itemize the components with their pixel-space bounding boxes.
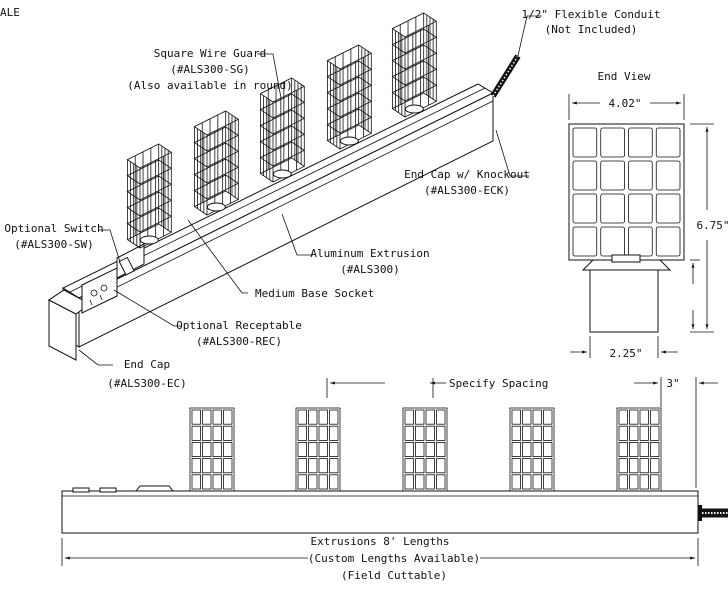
- side-view-cage: [616, 407, 662, 492]
- side-view-cage: [295, 407, 341, 492]
- callout-conduit: 1/2" Flexible Conduit (Not Included): [516, 8, 661, 61]
- callout-conduit-line1: 1/2" Flexible Conduit: [521, 8, 660, 21]
- end-view-extrusion: [589, 269, 659, 333]
- callout-optional-switch-line2: (#ALS300-SW): [14, 238, 93, 251]
- callout-medium-base-socket: Medium Base Socket: [187, 219, 374, 300]
- callout-optional-receptacle-line1: Optional Receptable: [176, 319, 302, 332]
- isometric-cage: [259, 77, 306, 183]
- side-view-cage: [402, 407, 448, 492]
- end-view-base-width: 2.25": [609, 347, 642, 360]
- callout-wire-guard: Square Wire Guard (#ALS300-SG) (Also ava…: [127, 47, 293, 99]
- side-view: Specify Spacing 3" Extrusions 8' Lengths…: [61, 377, 728, 582]
- wire-guard-cages: [126, 12, 438, 249]
- end-view-cage-cell: [655, 160, 681, 191]
- callout-wire-guard-line2: (#ALS300-SG): [170, 63, 249, 76]
- end-view-cage-cell: [628, 127, 653, 158]
- end-view-cage-grid: [572, 127, 681, 257]
- end-view-cage-cell: [628, 160, 653, 191]
- end-view-cage-cell: [600, 226, 625, 257]
- end-view-cage: [568, 123, 685, 261]
- length-line1: Extrusions 8' Lengths: [310, 535, 449, 548]
- callout-conduit-line2: (Not Included): [545, 23, 638, 36]
- side-view-cage: [509, 407, 555, 492]
- callout-end-cap-line1: End Cap: [124, 358, 170, 371]
- callout-optional-switch-line1: Optional Switch: [4, 222, 103, 235]
- isometric-cage: [326, 44, 373, 150]
- end-view-cage-cell: [572, 160, 598, 191]
- length-line2: (Custom Lengths Available): [308, 552, 480, 565]
- end-view-cage-cell: [600, 160, 625, 191]
- end-view-cage-cell: [600, 127, 625, 158]
- callout-end-cap-knockout-line2: (#ALS300-ECK): [424, 184, 510, 197]
- callout-aluminum-extrusion-line2: (#ALS300): [340, 263, 400, 276]
- callout-medium-base-socket-line1: Medium Base Socket: [255, 287, 374, 300]
- end-cap: [48, 289, 91, 361]
- callout-end-cap: End Cap (#ALS300-EC): [78, 349, 187, 390]
- isometric-cage: [126, 143, 173, 249]
- end-view-socket-collar: [611, 254, 641, 263]
- callout-wire-guard-line1: Square Wire Guard: [154, 47, 267, 60]
- callout-aluminum-extrusion: Aluminum Extrusion (#ALS300): [281, 213, 430, 276]
- specify-spacing-label: Specify Spacing: [449, 377, 548, 390]
- end-view: End View 4.02" 6.75" 2.25": [568, 70, 728, 360]
- end-offset-label: 3": [666, 377, 679, 390]
- callout-aluminum-extrusion-line1: Aluminum Extrusion: [310, 247, 429, 260]
- side-view-extrusion: [61, 490, 699, 534]
- end-view-cage-cell: [655, 226, 681, 257]
- isometric-cage: [193, 110, 240, 216]
- end-view-width: 4.02": [608, 97, 641, 110]
- side-view-cage: [189, 407, 235, 492]
- corner-text: ALE: [0, 6, 20, 19]
- callout-optional-receptacle: Optional Receptable (#ALS300-REC): [113, 289, 302, 348]
- end-view-cage-cell: [572, 193, 598, 224]
- flexible-conduit: [490, 54, 521, 98]
- side-view-cages: [189, 407, 662, 492]
- isometric-cage: [391, 12, 438, 118]
- end-view-cage-cell: [572, 226, 598, 257]
- callout-end-cap-knockout-line1: End Cap w/ Knockout: [404, 168, 530, 181]
- end-view-cage-cell: [572, 127, 598, 158]
- end-view-cage-cell: [655, 127, 681, 158]
- end-view-cage-cell: [600, 193, 625, 224]
- callout-optional-receptacle-line2: (#ALS300-REC): [196, 335, 282, 348]
- end-view-title: End View: [598, 70, 651, 83]
- switch-and-receptacle: [81, 243, 145, 314]
- end-view-height: 6.75": [696, 219, 728, 232]
- length-line3: (Field Cuttable): [341, 569, 447, 582]
- end-view-cage-cell: [628, 193, 653, 224]
- callout-optional-switch: Optional Switch (#ALS300-SW): [4, 222, 121, 263]
- callout-end-cap-knockout: End Cap w/ Knockout (#ALS300-ECK): [404, 129, 530, 197]
- callout-wire-guard-line3: (Also available in round): [127, 79, 293, 92]
- end-view-cage-cell: [655, 193, 681, 224]
- end-view-cage-cell: [628, 226, 653, 257]
- callout-end-cap-line2: (#ALS300-EC): [107, 377, 186, 390]
